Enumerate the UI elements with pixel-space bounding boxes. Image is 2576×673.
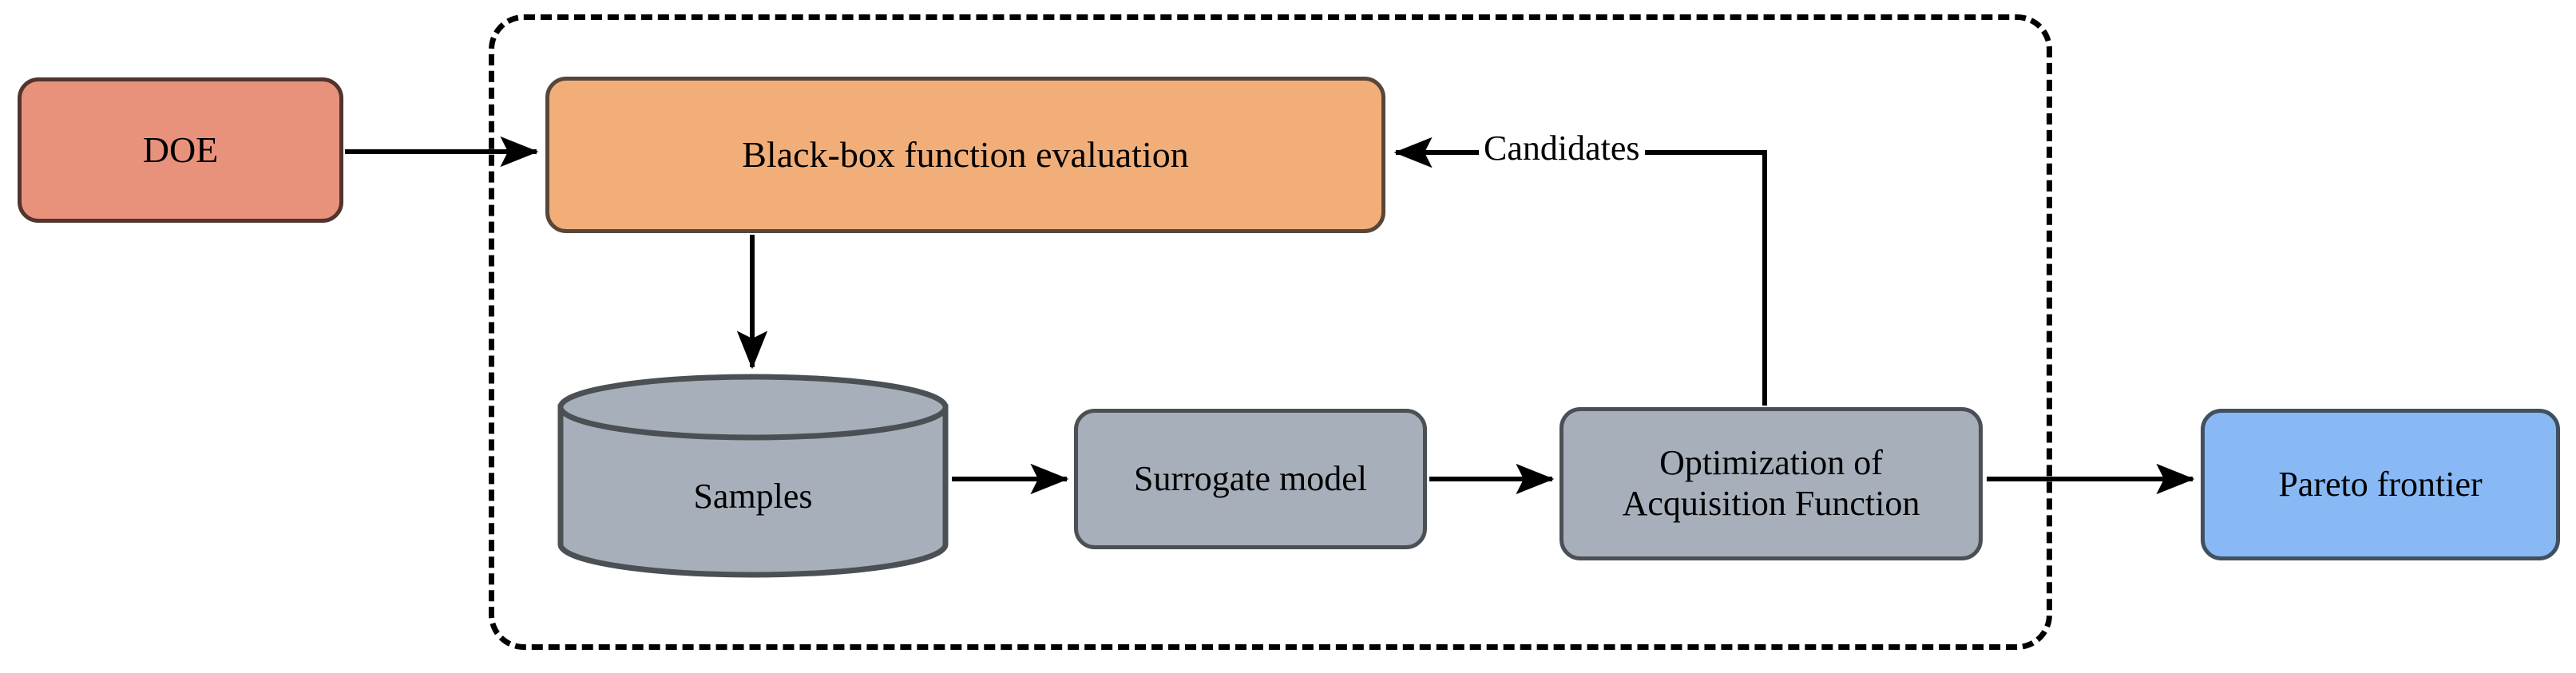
node-pareto-frontier[interactable]: Pareto frontier [2201,409,2560,560]
node-acquisition-optimization[interactable]: Optimization of Acquisition Function [1559,407,1983,560]
optimization-loop-region [489,14,2052,650]
node-doe[interactable]: DOE [18,77,343,223]
node-blackbox-label: Black-box function evaluation [742,133,1189,175]
node-surrogate-model[interactable]: Surrogate model [1074,409,1427,549]
node-blackbox-function-evaluation[interactable]: Black-box function evaluation [545,77,1385,233]
node-samples-label: Samples [693,477,813,516]
node-pareto-frontier-label: Pareto frontier [2278,464,2483,504]
node-acquisition-optimization-label: Optimization of Acquisition Function [1622,443,1920,523]
cylinder-shape [557,374,949,578]
node-doe-label: DOE [142,129,219,170]
node-surrogate-model-label: Surrogate model [1133,458,1368,498]
edge-label-candidates: Candidates [1479,128,1645,168]
node-samples[interactable]: Samples [557,374,949,578]
